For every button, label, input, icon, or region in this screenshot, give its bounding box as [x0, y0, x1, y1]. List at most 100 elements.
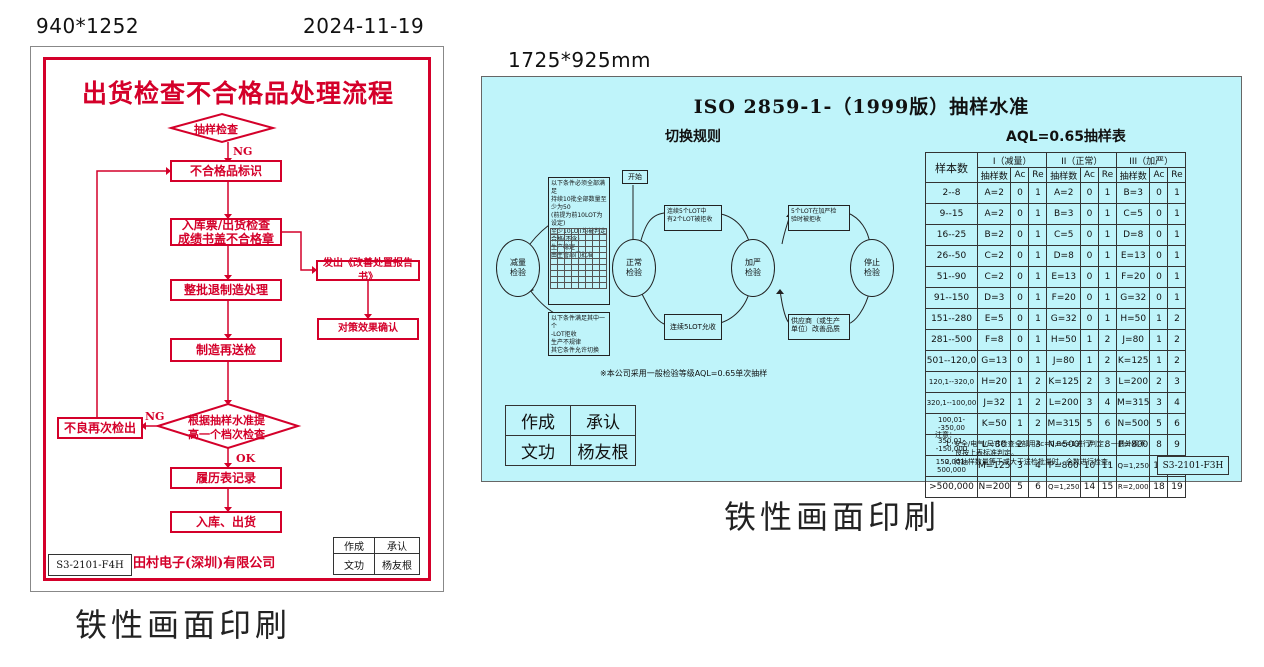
- rule-box-right-top: 5个LOT在加严检 验时被拒收: [788, 205, 850, 231]
- aql-header-ac3: Ac: [1149, 167, 1169, 183]
- aql-cell: 1: [1167, 245, 1187, 267]
- aql-cell: 0: [1079, 182, 1099, 204]
- aql-cell: G=32: [1046, 308, 1081, 330]
- aql-header-re2: Re: [1097, 167, 1117, 183]
- right-title: ISO 2859-1-（1999版）抽样水准: [693, 96, 1030, 118]
- rule-mini-table: [550, 228, 607, 289]
- aql-cell: F=20: [1115, 266, 1151, 288]
- aql-cell: D=3: [976, 287, 1012, 309]
- aql-cell: J=80: [1115, 329, 1151, 351]
- flow-confirm-label: 对策效果确认: [338, 323, 398, 334]
- left-sign-author-header: 作成: [333, 537, 375, 554]
- aql-cell: 0: [1010, 224, 1030, 246]
- aql-cell: 1: [1167, 182, 1187, 204]
- aql-cell: 1: [1167, 224, 1187, 246]
- aql-cell: C=5: [1046, 224, 1081, 246]
- aql-cell-sample-size: >500,000: [925, 476, 978, 498]
- aql-cell: 19: [1167, 476, 1187, 498]
- aql-cell: 1: [1097, 224, 1117, 246]
- rule-box-left-bottom: 以下条件满足其中一个 -LOT拒收 生产不规律 其它条件允许切换: [548, 312, 610, 356]
- flow-recheck-box: 不良再次检出: [57, 417, 143, 439]
- aql-cell: 8: [1149, 434, 1169, 456]
- aql-cell: K=125: [1046, 371, 1081, 393]
- aql-cell: B=2: [976, 224, 1012, 246]
- aql-cell: 5: [1010, 476, 1030, 498]
- aql-header-n2: 抽样数: [1046, 167, 1081, 183]
- left-company: 田村电子(深圳)有限公司: [133, 556, 276, 571]
- aql-cell: 1: [1097, 308, 1117, 330]
- aql-header-ac2: Ac: [1079, 167, 1099, 183]
- aql-cell: 5: [1079, 413, 1099, 435]
- flow-recheck-label: 不良再次检出: [63, 421, 136, 435]
- aql-cell: 1: [1097, 245, 1117, 267]
- aql-cell: H=50: [1046, 329, 1081, 351]
- left-flow-lines: [96, 112, 372, 512]
- aql-cell: 1: [1097, 266, 1117, 288]
- left-size-label: 940*1252: [36, 14, 140, 38]
- aql-header-re1: Re: [1028, 167, 1048, 183]
- flow-ok-label: OK: [236, 452, 256, 465]
- left-date-label: 2024-11-19: [303, 14, 425, 38]
- flow-return-label: 整批退制造处理: [183, 283, 268, 297]
- aql-header-ac1: Ac: [1010, 167, 1030, 183]
- flow-sampling-label: 抽样检查: [194, 123, 238, 136]
- aql-cell: 3: [1079, 392, 1099, 414]
- aql-cell: 0: [1149, 287, 1169, 309]
- aql-cell: 14: [1079, 476, 1099, 498]
- rule-box-mid-bottom: 连续5LOT允收: [664, 314, 722, 340]
- aql-cell: 15: [1097, 476, 1117, 498]
- flow-return-box: 整批退制造处理: [170, 279, 282, 301]
- flow-confirm-box: 对策效果确认: [317, 318, 419, 340]
- aql-cell: 1: [1079, 329, 1099, 351]
- aql-cell: 1: [1028, 203, 1048, 225]
- aql-cell: A=2: [1046, 182, 1081, 204]
- flow-store-box: 入库、出货: [170, 511, 282, 533]
- aql-header-tightened: III（加严）: [1115, 152, 1187, 168]
- aql-cell: 0: [1079, 308, 1099, 330]
- aql-cell: 1: [1079, 350, 1099, 372]
- aql-cell: 1: [1167, 203, 1187, 225]
- flow-mark-box: 不合格品标识: [170, 160, 282, 182]
- aql-cell-sample-size: 51--90: [925, 266, 978, 288]
- aql-cell: A=2: [976, 203, 1012, 225]
- aql-header-normal: II（正常）: [1046, 152, 1117, 168]
- aql-cell-sample-size: 151--280: [925, 308, 978, 330]
- aql-header-re3: Re: [1167, 167, 1187, 183]
- flow-mark-label: 不合格品标识: [189, 164, 262, 178]
- aql-cell: B=3: [1115, 182, 1151, 204]
- aql-cell: M=315: [1046, 413, 1081, 435]
- aql-cell: J=80: [1046, 350, 1081, 372]
- aql-cell: 2: [1097, 329, 1117, 351]
- aql-cell: M=125: [976, 455, 1012, 477]
- note-2: 2. 待抽样数量等于或大于送检批量时，全数进行检查。: [945, 458, 1115, 466]
- rule-box-right-bottom: 供应商（或生产 单位）改善品质: [788, 314, 850, 340]
- aql-cell: E=13: [1046, 266, 1081, 288]
- aql-cell-sample-size: 16--25: [925, 224, 978, 246]
- aql-cell-sample-size: 2--8: [925, 182, 978, 204]
- left-sign-approve-header: 承认: [374, 537, 420, 554]
- aql-cell: C=2: [976, 245, 1012, 267]
- flow-stamp-box: 入库票/出货检查 成绩书盖不合格章: [170, 218, 282, 246]
- aql-cell: 0: [1149, 203, 1169, 225]
- aql-cell: 3: [1167, 371, 1187, 393]
- aql-cell-sample-size: 320,1--100,00: [925, 392, 978, 414]
- aql-cell: G=13: [976, 350, 1012, 372]
- aql-cell: 18: [1149, 476, 1169, 498]
- aql-cell: 0: [1010, 350, 1030, 372]
- aql-cell: 1: [1010, 392, 1030, 414]
- aql-cell: 2: [1149, 371, 1169, 393]
- aql-cell: 2: [1167, 350, 1187, 372]
- left-sign-table: 作成 承认 文功 杨友根: [333, 537, 420, 575]
- aql-cell: F=20: [1046, 287, 1081, 309]
- aql-cell: 1: [1097, 182, 1117, 204]
- aql-cell: 1: [1028, 266, 1048, 288]
- aql-cell: 2: [1079, 371, 1099, 393]
